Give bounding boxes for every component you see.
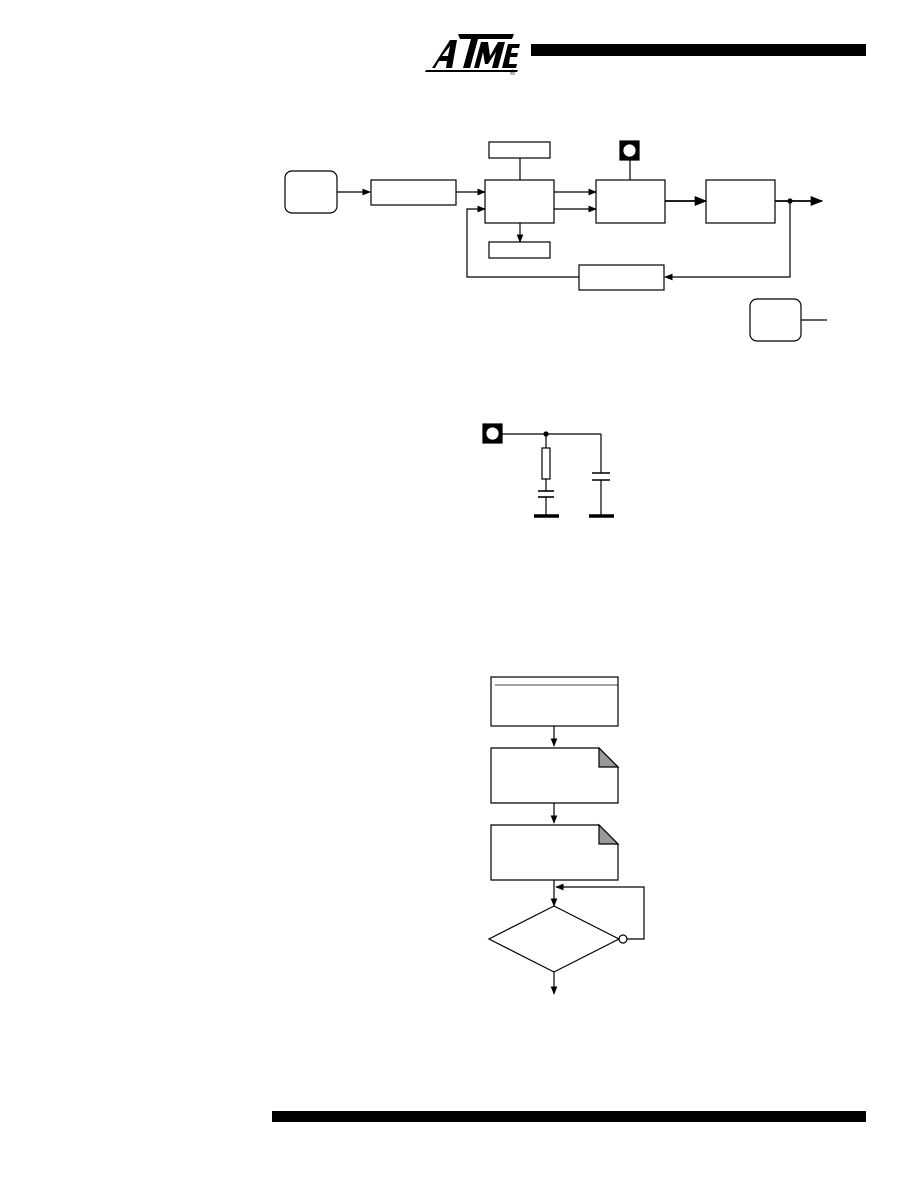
flowchart xyxy=(487,676,645,995)
decision-no-marker xyxy=(618,934,628,944)
header-rule xyxy=(531,44,866,56)
step-3 xyxy=(490,824,619,881)
step-2-fold xyxy=(598,746,620,768)
pll-pin-hole xyxy=(623,144,636,157)
input-bubble xyxy=(284,170,338,214)
filter-block xyxy=(595,179,666,224)
output-bubble xyxy=(749,298,802,342)
top-small-block xyxy=(488,141,551,159)
pin-pad-hole xyxy=(486,427,499,440)
phase-detector xyxy=(484,179,555,224)
atmel-logo-mark xyxy=(425,34,520,72)
atmel-logo: ® xyxy=(425,34,520,76)
resistor xyxy=(541,447,551,480)
decision-loop-wire xyxy=(555,883,645,940)
bottom-small-block xyxy=(488,241,551,259)
feedback-wire-left xyxy=(466,205,579,278)
vco-block xyxy=(705,179,776,224)
feedback-wire-right xyxy=(664,201,791,281)
divider-block xyxy=(370,179,457,206)
feedback-block xyxy=(578,264,665,291)
decision xyxy=(487,905,621,973)
start-step xyxy=(490,676,619,727)
step-3-fold xyxy=(598,823,620,845)
registered-mark: ® xyxy=(510,69,516,76)
step-2 xyxy=(490,747,619,804)
loop-filter-schematic xyxy=(482,423,614,518)
pll-block-diagram xyxy=(284,140,827,342)
footer-rule xyxy=(272,1111,866,1122)
